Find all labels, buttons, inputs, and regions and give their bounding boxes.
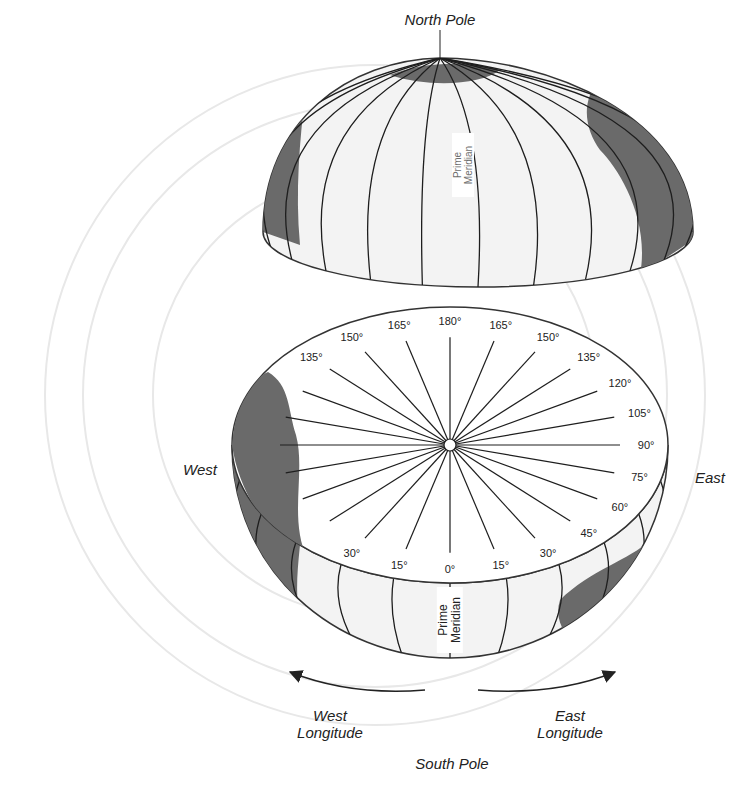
longitude-spoke [450, 444, 620, 445]
degree-label: 30° [342, 547, 363, 559]
meridian-line [368, 58, 440, 280]
meridian-line [256, 58, 440, 232]
degree-label: 60° [610, 501, 631, 513]
meridian-line [286, 58, 440, 260]
meridian-label: Prime Meridian [452, 133, 474, 197]
meridian-line [422, 58, 440, 285]
meridian-label: Prime Meridian [437, 587, 463, 653]
direction-arrow [478, 672, 615, 691]
longitude-spoke [449, 445, 450, 553]
longitude-spoke [330, 445, 450, 521]
axis-line [440, 30, 441, 58]
degree-label: 120° [607, 377, 634, 389]
meridian-line [440, 58, 592, 280]
longitude-spoke [450, 369, 570, 445]
degree-label: 30° [538, 547, 559, 559]
degree-label: 165° [386, 319, 413, 331]
degree-label: 150° [339, 331, 366, 343]
longitude-spoke [450, 445, 494, 549]
degree-label: 75° [629, 471, 650, 483]
center-mark [444, 439, 456, 451]
longitude-spoke [450, 445, 570, 521]
longitude-spoke [449, 337, 450, 445]
longitude-spoke [406, 445, 450, 549]
upper-hemisphere [263, 58, 693, 287]
meridian-line [440, 58, 538, 285]
degree-label: 45° [578, 527, 599, 539]
degree-label: 135° [298, 351, 325, 363]
meridian-line [321, 58, 440, 271]
meridian-line [338, 565, 450, 740]
longitude-spoke [450, 445, 614, 473]
degree-label: 0° [443, 563, 458, 575]
longitude-spoke [286, 445, 450, 473]
degree-label: 135° [575, 351, 602, 363]
longitude-spoke [450, 391, 597, 445]
degree-label: 15° [490, 559, 511, 571]
longitude-spoke [303, 391, 450, 445]
degree-label: 15° [389, 559, 410, 571]
degree-label: 165° [487, 319, 514, 331]
longitude-spoke [330, 369, 450, 445]
longitude-spoke [280, 444, 450, 445]
equator-plane [232, 307, 668, 583]
pole-label: South Pole [415, 756, 488, 773]
meridian-line [440, 58, 480, 287]
land-mass [232, 372, 308, 560]
longitude-label: East Longitude [523, 708, 618, 741]
longitude-label: West Longitude [283, 708, 378, 741]
longitude-spoke [450, 341, 494, 445]
longitude-spoke [365, 352, 450, 445]
longitude-spoke [303, 445, 450, 499]
degree-label: 150° [535, 331, 562, 343]
degree-label: 105° [626, 407, 653, 419]
longitude-spoke [450, 445, 597, 499]
direction-arrow [290, 672, 425, 691]
direction-label: East [695, 470, 725, 487]
land-mass [263, 64, 694, 275]
degree-label: 90° [636, 439, 657, 451]
meridian-line [440, 58, 638, 271]
longitude-spoke [286, 417, 450, 445]
longitude-spoke [365, 445, 450, 538]
meridian-line [450, 565, 562, 740]
longitude-spoke [450, 417, 614, 445]
longitude-spoke [406, 341, 450, 445]
longitude-spoke [450, 352, 535, 445]
longitude-spoke [450, 445, 535, 538]
direction-label: West [183, 462, 217, 479]
pole-label: North Pole [405, 12, 476, 29]
degree-label: 180° [437, 315, 464, 327]
